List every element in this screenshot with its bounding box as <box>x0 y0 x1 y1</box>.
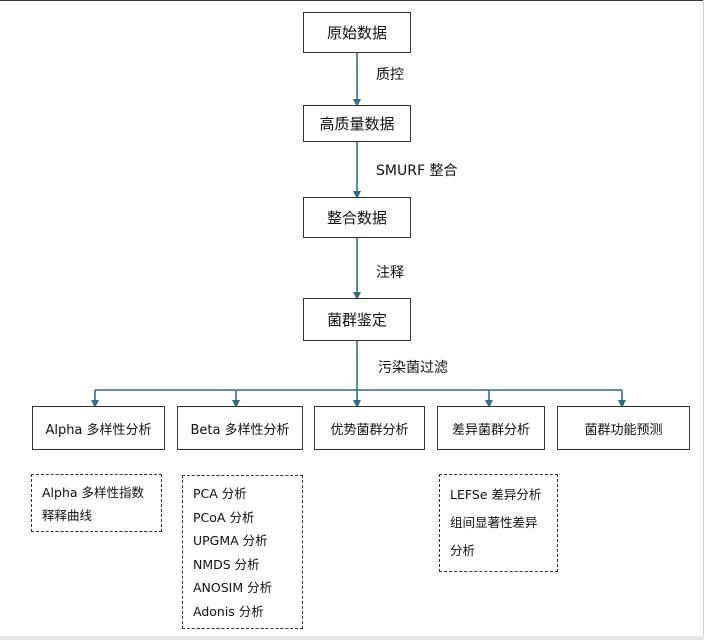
diff-detail-item: 分析 <box>450 543 476 558</box>
frame-bottom-border <box>0 636 704 640</box>
smurf-integration-label: SMURF 整合 <box>376 163 458 179</box>
annotation-label: 注释 <box>376 265 404 281</box>
differential-taxa-node: 差异菌群分析 <box>437 406 545 450</box>
beta-diversity-node: Beta 多样性分析 <box>177 406 303 450</box>
frame-top-border <box>0 0 704 1</box>
integrated-data-node: 整合数据 <box>303 197 411 238</box>
diff-detail-item: LEFSe 差异分析 <box>450 487 542 502</box>
function-prediction-node: 菌群功能预测 <box>557 406 690 450</box>
differential-details-box: LEFSe 差异分析 组间显著性差异 分析 <box>439 474 558 572</box>
beta-detail-item: ANOSIM 分析 <box>193 580 273 595</box>
hq-data-node: 高质量数据 <box>303 105 411 142</box>
alpha-detail-item: 释释曲线 <box>42 508 93 523</box>
beta-detail-item: NMDS 分析 <box>193 556 260 572</box>
beta-details-box: PCA 分析 PCoA 分析 UPGMA 分析 NMDS 分析 ANOSIM 分… <box>182 475 303 629</box>
beta-detail-item: UPGMA 分析 <box>193 533 268 548</box>
dominant-taxa-node: 优势菌群分析 <box>314 406 425 450</box>
beta-detail-item: Adonis 分析 <box>193 603 264 619</box>
beta-detail-item: PCoA 分析 <box>193 509 255 525</box>
alpha-detail-item: Alpha 多样性指数 <box>42 485 145 500</box>
alpha-diversity-node: Alpha 多样性分析 <box>32 406 165 450</box>
raw-data-node: 原始数据 <box>303 12 411 53</box>
qc-label: 质控 <box>376 67 404 83</box>
diff-detail-item: 组间显著性差异 <box>450 515 538 530</box>
taxa-identification-node: 菌群鉴定 <box>303 298 411 341</box>
alpha-details-box: Alpha 多样性指数 释释曲线 <box>31 474 162 532</box>
beta-detail-item: PCA 分析 <box>193 486 247 501</box>
contamination-filter-label: 污染菌过滤 <box>378 360 448 376</box>
